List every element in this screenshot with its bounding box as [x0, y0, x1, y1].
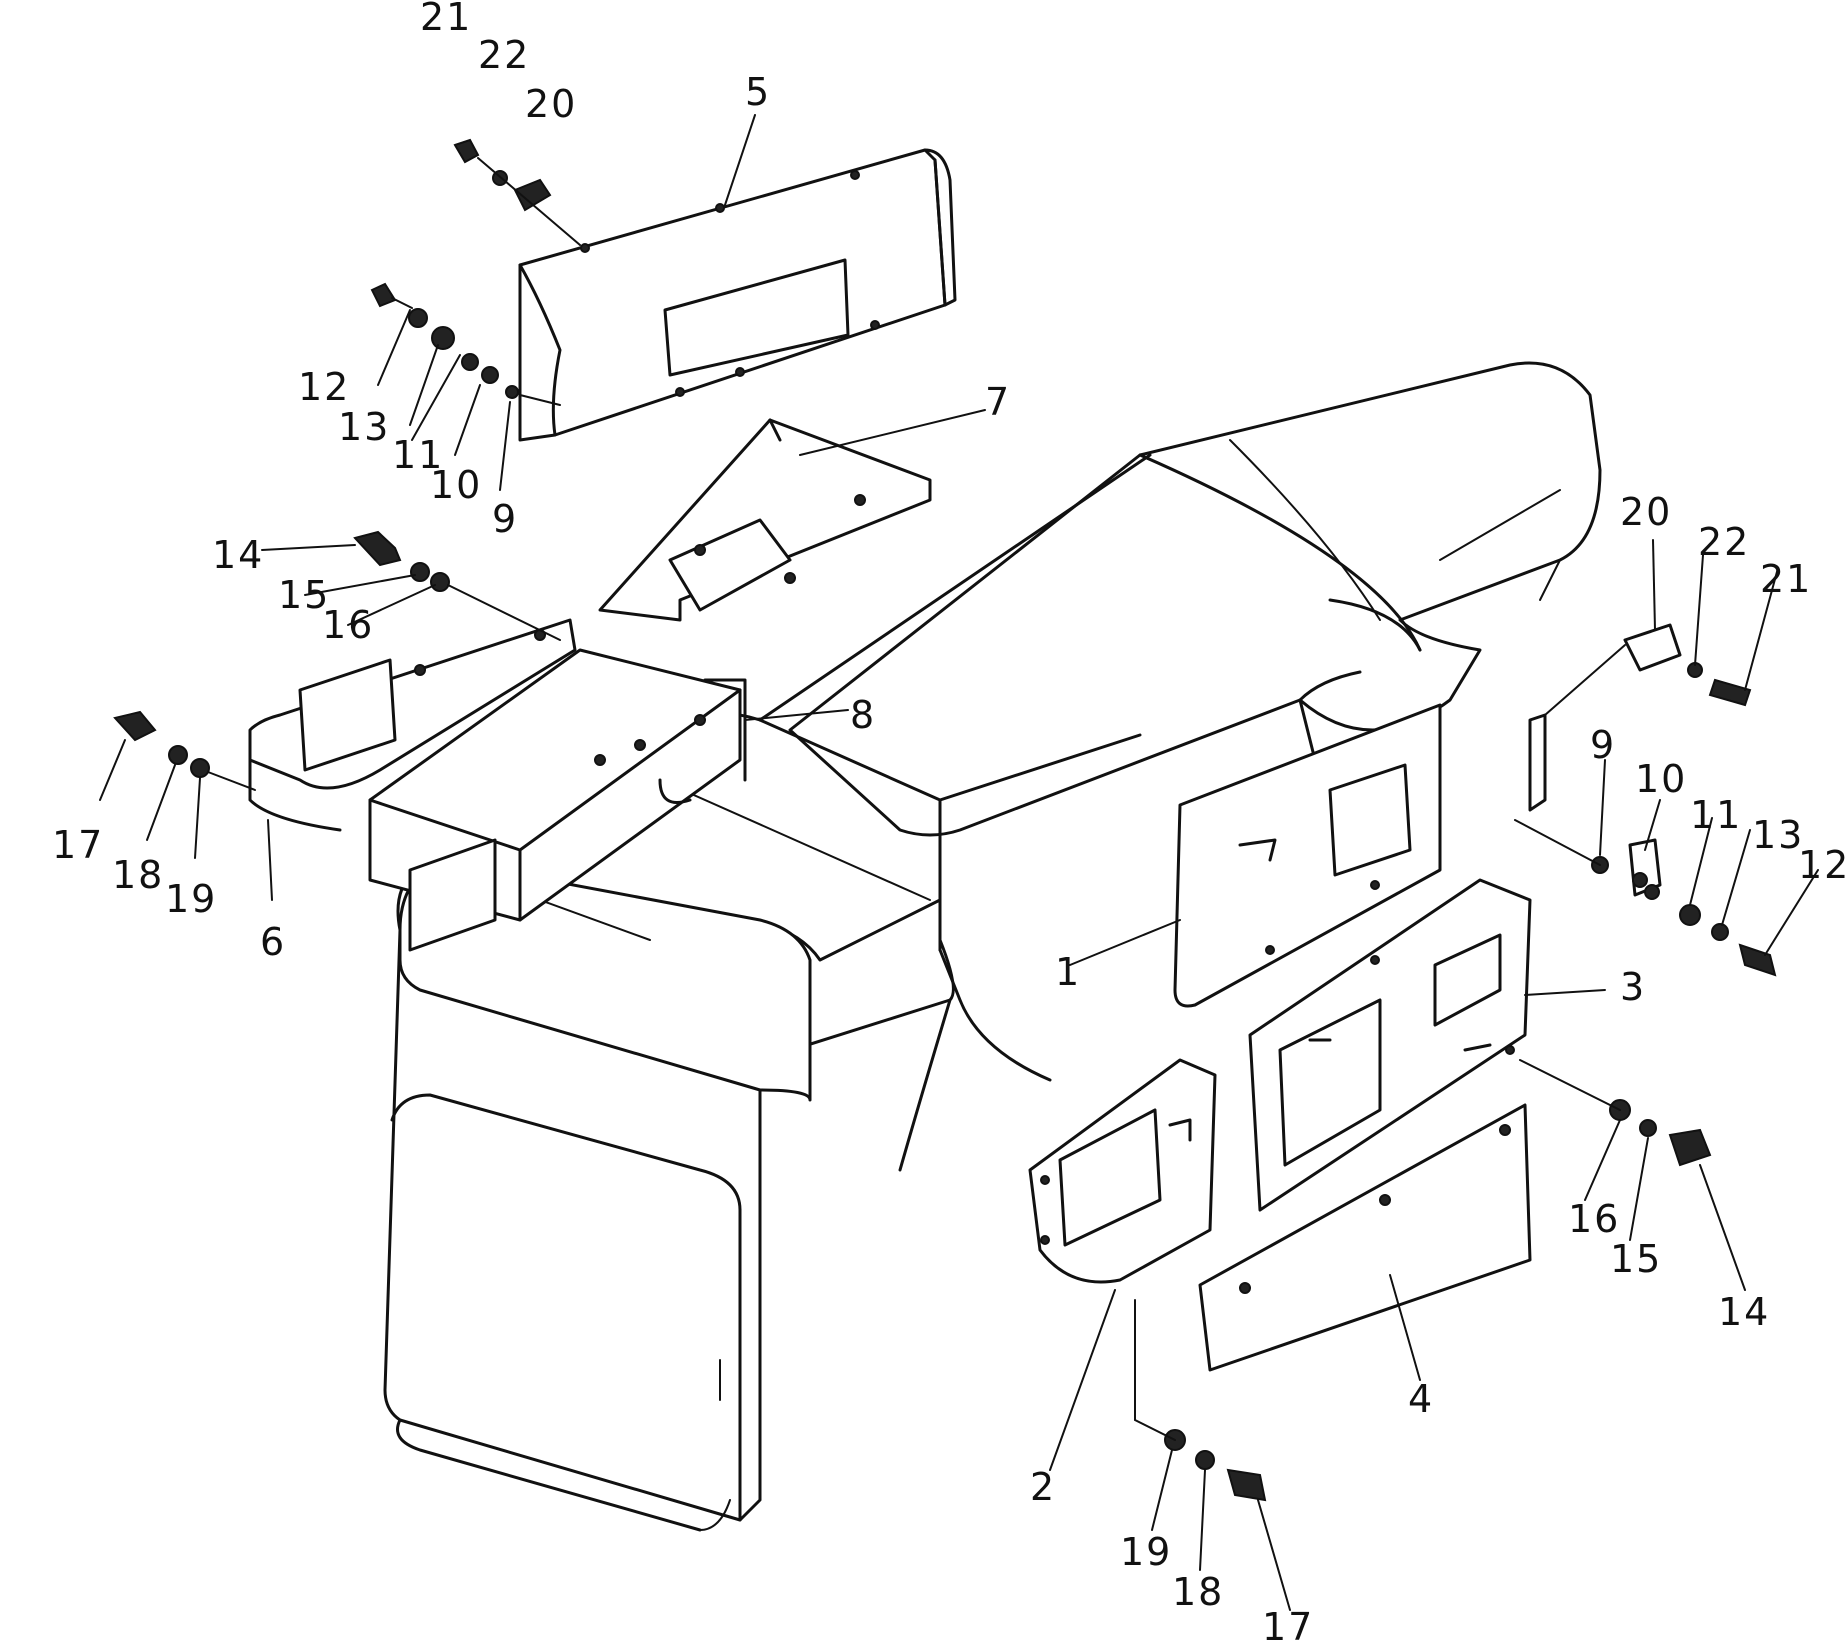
part-7-bracket: [598, 418, 932, 622]
callout-14: 14: [1718, 1290, 1770, 1334]
callout-4: 4: [1408, 1377, 1434, 1421]
fastener-group-left-14-16: [353, 530, 561, 641]
callout-9: 9: [1590, 723, 1616, 767]
callout-1: 1: [1055, 950, 1081, 994]
callout-11: 11: [1690, 793, 1742, 837]
callout-19: 19: [1120, 1530, 1172, 1574]
callout-16: 16: [322, 603, 374, 647]
fastener-group-right-20-22: [1544, 623, 1752, 716]
callout-10: 10: [430, 463, 482, 507]
callout-8: 8: [850, 693, 876, 737]
callout-labels: 21 22 20 5 12 13 11 10 9 7 14 15 16 8 17…: [52, 0, 1846, 1643]
callout-13: 13: [338, 405, 390, 449]
callout-16: 16: [1568, 1197, 1620, 1241]
part-1-right-panel: [1173, 703, 1547, 1008]
fastener-group-right-9-13: [1514, 819, 1777, 977]
callout-22: 22: [1698, 520, 1750, 564]
callout-12: 12: [1798, 843, 1846, 887]
callout-5: 5: [745, 70, 771, 114]
fastener-group-top-left: [453, 138, 581, 246]
callout-12: 12: [298, 365, 350, 409]
callout-15: 15: [1610, 1237, 1662, 1281]
callout-14: 14: [212, 533, 264, 577]
fastener-group-bottom-17-19: [1134, 1299, 1267, 1502]
callout-6: 6: [260, 920, 286, 964]
callout-18: 18: [112, 853, 164, 897]
part-6-left-panel: [248, 618, 577, 832]
callout-15: 15: [278, 573, 330, 617]
part-3-right-cover: [1248, 878, 1532, 1212]
callout-10: 10: [1635, 757, 1687, 801]
callout-11: 11: [392, 433, 444, 477]
fastener-group-left-17-19: [113, 710, 256, 791]
callout-3: 3: [1620, 965, 1646, 1009]
part-4-bottom-plate: [1198, 1103, 1532, 1372]
fastener-group-left-9-13: [370, 282, 561, 406]
callout-2: 2: [1030, 1465, 1056, 1509]
callout-17: 17: [1262, 1605, 1314, 1643]
callout-13: 13: [1752, 813, 1804, 857]
part-8-cover-box: [368, 648, 747, 952]
part-5-upper-cover: [518, 148, 957, 442]
fastener-group-right-14-16: [1519, 1059, 1712, 1167]
callout-19: 19: [165, 877, 217, 921]
main-body-assembly: [383, 361, 1602, 1532]
callout-21: 21: [1760, 557, 1812, 601]
part-2-front-panel: [1028, 1058, 1217, 1284]
callout-22: 22: [478, 33, 530, 77]
callout-18: 18: [1172, 1570, 1224, 1614]
leader-lines: [99, 114, 1819, 1611]
callout-20: 20: [1620, 490, 1672, 534]
callout-7: 7: [985, 380, 1011, 424]
callout-9: 9: [492, 497, 518, 541]
callout-21: 21: [420, 0, 472, 39]
callout-17: 17: [52, 823, 104, 867]
callout-20: 20: [525, 82, 577, 126]
